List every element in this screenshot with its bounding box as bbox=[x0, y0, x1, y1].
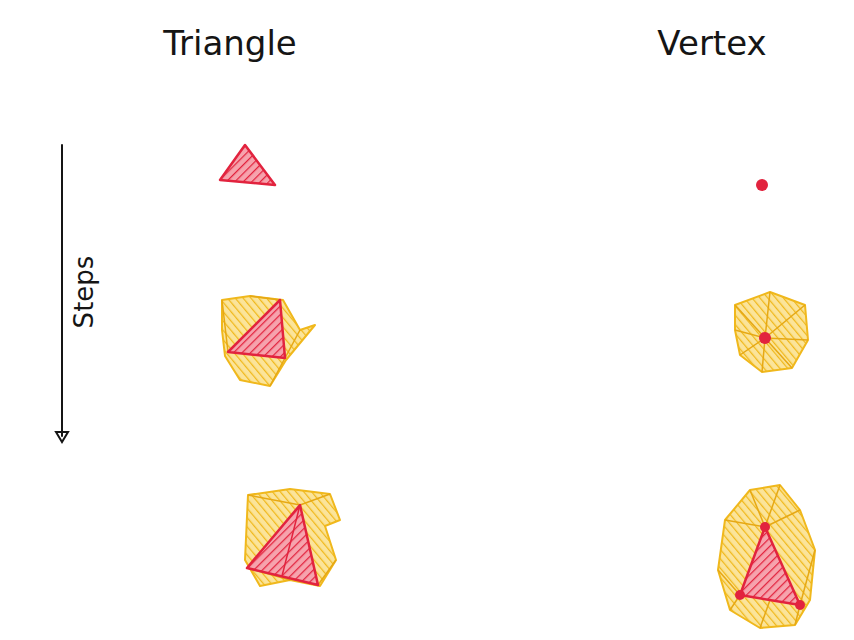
steps-axis bbox=[56, 145, 68, 442]
column-heading: Triangle bbox=[163, 25, 297, 62]
column-heading: Vertex bbox=[657, 25, 766, 62]
triangle-neighborhood-1 bbox=[222, 296, 315, 386]
vertex-neighborhood-2 bbox=[718, 485, 815, 628]
axis-label: Steps bbox=[70, 256, 99, 329]
red-triangle bbox=[220, 145, 275, 185]
triangle-neighborhood-2 bbox=[245, 489, 340, 586]
vertex-neighborhood-1 bbox=[735, 292, 808, 372]
red-vertex bbox=[756, 179, 768, 191]
